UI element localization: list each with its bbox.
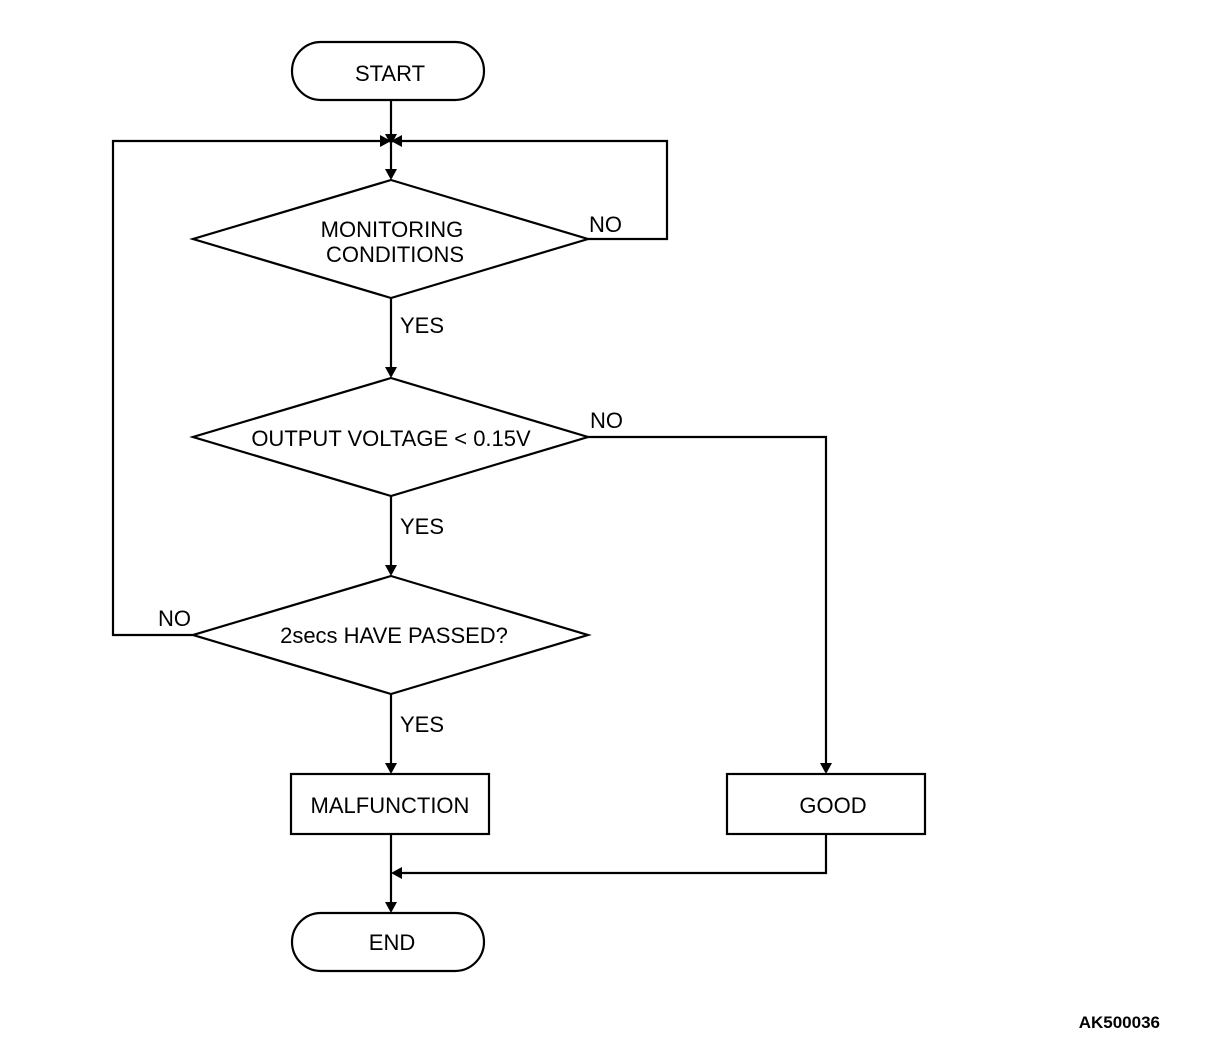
monitoring-arrowhead: [385, 169, 397, 180]
malfunction-label: MALFUNCTION: [311, 793, 470, 818]
end-arrowhead: [385, 902, 397, 913]
good-to-end-connector: [400, 834, 828, 875]
voltage-no-connector: [588, 435, 828, 764]
monitoring-no-label: NO: [589, 212, 622, 237]
output-voltage-label: OUTPUT VOLTAGE < 0.15V: [251, 426, 531, 451]
timer-arrowhead: [385, 565, 397, 576]
malfunction-box: [289, 772, 491, 836]
reference-code: AK500036: [1079, 1013, 1160, 1032]
good-join-arrowhead: [391, 867, 402, 879]
two-seconds-label: 2secs HAVE PASSED?: [280, 623, 508, 648]
timer-no-arrowhead: [380, 135, 391, 147]
end-terminal: [290, 911, 486, 973]
timer-yes-label: YES: [400, 712, 444, 737]
voltage-no-label: NO: [590, 408, 623, 433]
voltage-arrowhead: [385, 367, 397, 378]
good-label: GOOD: [799, 793, 866, 818]
monitoring-no-loop: [400, 139, 669, 241]
end-label: END: [369, 930, 415, 955]
timer-no-label: NO: [158, 606, 191, 631]
malfunction-arrowhead: [385, 763, 397, 774]
voltage-yes-label: YES: [400, 514, 444, 539]
start-label: START: [355, 61, 425, 86]
monitoring-conditions-label: MONITORING CONDITIONS: [321, 217, 470, 267]
timer-no-loop: [111, 139, 382, 637]
start-arrowhead: [385, 134, 397, 145]
good-arrowhead: [820, 763, 832, 774]
monitoring-yes-label: YES: [400, 313, 444, 338]
start-terminal: [290, 40, 486, 102]
monitoring-no-arrowhead: [391, 135, 402, 147]
